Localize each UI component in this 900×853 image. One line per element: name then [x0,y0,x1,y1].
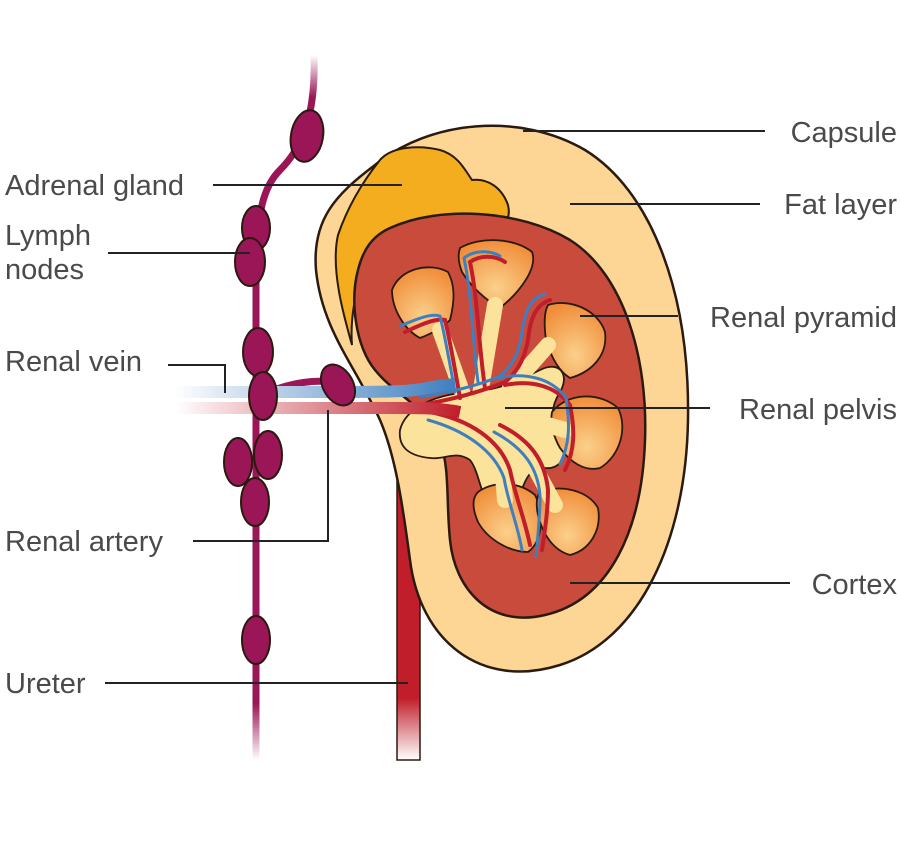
lymph-node [319,363,357,407]
kidney [314,124,690,673]
label-renal-pelvis: Renal pelvis [739,394,897,426]
label-renal-vein: Renal vein [5,346,142,378]
pyramid-3 [543,302,607,379]
label-renal-pyramid: Renal pyramid [710,302,897,334]
leader-lines [105,130,790,684]
lymph-node [234,237,266,287]
labels: Capsule Fat layer Renal pyramid Renal pe… [5,117,897,700]
leader-renal-vein [168,364,226,393]
intrarenal-arteries [403,254,576,552]
lymph-node [241,615,271,665]
lymph-node [289,109,325,163]
lymph-node [240,477,270,527]
label-renal-artery: Renal artery [5,526,163,558]
lymph-nodes [223,109,357,665]
label-lymph-nodes-line2: nodes [5,254,84,286]
label-lymph-nodes-line1: Lymph [5,220,91,252]
renal-vein [175,378,456,398]
label-cortex: Cortex [812,569,898,601]
renal-artery [175,402,462,418]
label-fat-layer: Fat layer [784,189,897,221]
lymph-node [248,371,278,421]
label-adrenal-gland: Adrenal gland [5,170,184,202]
label-capsule: Capsule [791,117,897,149]
leader-renal-artery [193,410,329,542]
lymph-node [223,437,253,487]
pyramid-5 [472,483,542,553]
lymph-node [253,430,283,480]
intrarenal-veins [398,250,570,558]
lymph-node [242,327,274,377]
label-ureter: Ureter [5,668,86,700]
